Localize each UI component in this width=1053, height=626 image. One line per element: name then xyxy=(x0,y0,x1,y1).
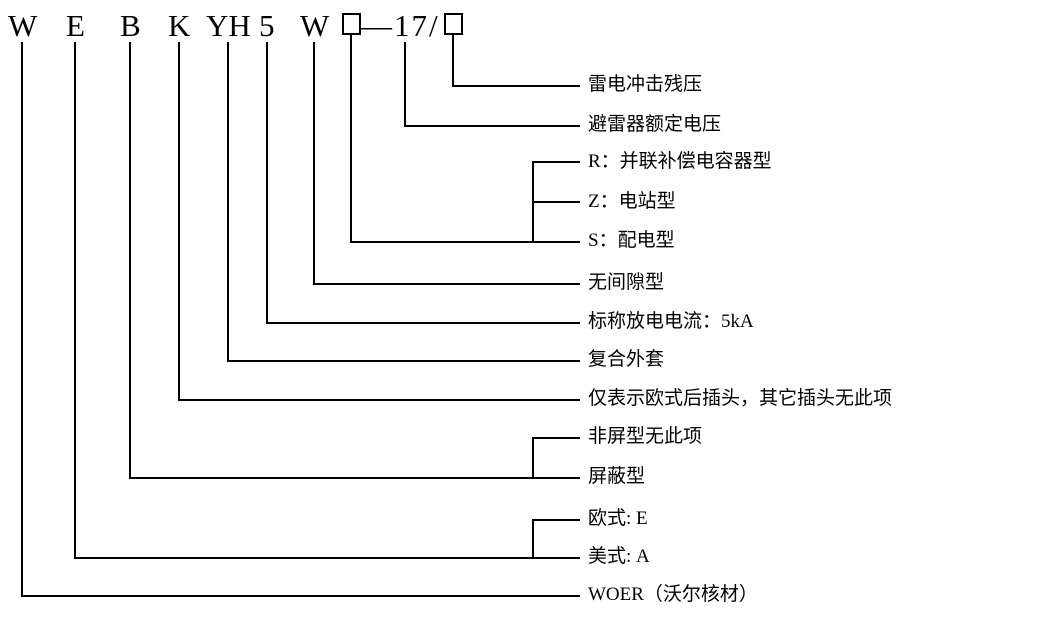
code-char-5: 5 xyxy=(259,8,275,43)
leader-style xyxy=(74,42,76,559)
bracket-style xyxy=(532,519,534,559)
label-shielded: 屏蔽型 xyxy=(588,466,646,487)
label-housing: 复合外套 xyxy=(588,349,665,370)
connector-type-z xyxy=(532,201,580,203)
connector-euro xyxy=(532,519,580,521)
code-char-w2: W xyxy=(300,8,330,43)
leader-residual-voltage xyxy=(452,35,454,87)
code-char-e: E xyxy=(66,8,85,43)
code-char-b: B xyxy=(120,8,141,43)
code-char-k: K xyxy=(168,8,191,43)
leader-housing xyxy=(227,42,229,362)
connector-gapless xyxy=(313,283,580,285)
connector-american xyxy=(74,557,580,559)
placeholder-box-residual-icon xyxy=(444,13,463,35)
label-type-s: S：配电型 xyxy=(588,230,675,251)
code-char-dash-17: —17/ xyxy=(361,8,440,43)
leader-rated-voltage xyxy=(404,42,406,127)
connector-residual-voltage xyxy=(452,85,580,87)
label-type-r: R：并联补偿电容器型 xyxy=(588,151,772,172)
connector-plug-note xyxy=(178,399,580,401)
code-char-w1: W xyxy=(8,8,38,43)
connector-type-s xyxy=(350,241,580,243)
leader-brand xyxy=(21,42,23,597)
connector-type-r xyxy=(532,161,580,163)
bracket-shielded xyxy=(532,437,534,479)
leader-current xyxy=(266,42,268,324)
label-american: 美式: A xyxy=(588,546,650,567)
label-non-shielded: 非屏型无此项 xyxy=(588,426,703,447)
label-gapless: 无间隙型 xyxy=(588,272,665,293)
bracket-type-rzs xyxy=(532,161,534,243)
code-char-yh: YH xyxy=(206,8,251,43)
leader-shield xyxy=(129,42,131,479)
label-current: 标称放电电流：5kA xyxy=(588,311,754,332)
leader-gapless xyxy=(313,42,315,285)
connector-current xyxy=(266,322,580,324)
connector-brand xyxy=(21,595,580,597)
leader-type-box xyxy=(350,35,352,243)
label-brand: WOER（沃尔核材） xyxy=(588,584,758,605)
label-residual-voltage: 雷电冲击残压 xyxy=(588,74,703,95)
label-euro: 欧式: E xyxy=(588,508,648,529)
placeholder-box-type-icon xyxy=(342,13,361,35)
label-type-z: Z：电站型 xyxy=(588,191,676,212)
label-rated-voltage: 避雷器额定电压 xyxy=(588,114,722,135)
connector-shielded xyxy=(129,477,580,479)
connector-non-shielded xyxy=(532,437,580,439)
connector-housing xyxy=(227,360,580,362)
leader-plug xyxy=(178,42,180,401)
label-plug-note: 仅表示欧式后插头，其它插头无此项 xyxy=(588,388,893,409)
connector-rated-voltage xyxy=(404,125,580,127)
